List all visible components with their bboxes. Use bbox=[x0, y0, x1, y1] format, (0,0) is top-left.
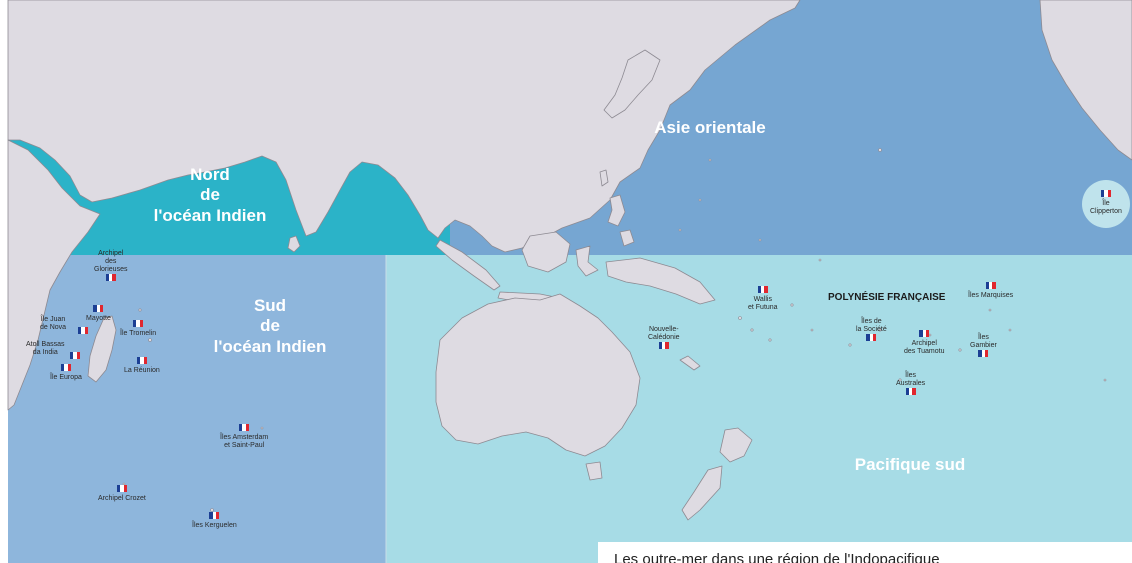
place-iles-amsterdam: Îles Amsterdam et Saint-Paul bbox=[220, 424, 268, 450]
region-label-pacifique-sud: Pacifique sud bbox=[820, 455, 1000, 475]
place-iles-gambier: Îles Gambier bbox=[970, 334, 997, 360]
land-north-america bbox=[1039, 0, 1132, 161]
region-nord-line-2: de bbox=[200, 185, 220, 205]
place-mayotte: Mayotte bbox=[86, 305, 111, 323]
french-flag-icon bbox=[133, 320, 144, 327]
region-label-asie-orientale: Asie orientale bbox=[610, 118, 810, 138]
land-australia bbox=[435, 293, 641, 457]
french-flag-icon bbox=[985, 282, 996, 289]
french-flag-icon bbox=[209, 512, 220, 519]
french-flag-icon bbox=[978, 350, 989, 358]
french-flag-icon bbox=[1100, 190, 1111, 197]
french-flag-icon bbox=[60, 364, 71, 371]
french-flag-icon bbox=[93, 305, 104, 312]
caption-text: Les outre-mer dans une région de l'Indop… bbox=[614, 551, 940, 563]
zone-sud-ocean-indien bbox=[8, 255, 386, 563]
french-flag-icon bbox=[105, 274, 116, 282]
region-label-sud-ocean-indien: Sud de l'océan Indien bbox=[195, 296, 345, 357]
land-madagascar bbox=[87, 315, 117, 383]
land-eurasia bbox=[7, 0, 801, 253]
french-flag-icon bbox=[757, 286, 768, 293]
region-nord-line-1: Nord bbox=[190, 165, 230, 184]
land-borneo bbox=[521, 231, 571, 273]
place-iles-de-la-societe: Îles de la Société bbox=[856, 318, 887, 344]
place-iles-australes: Îles Australes bbox=[896, 372, 925, 398]
region-pacifique-text: Pacifique sud bbox=[854, 455, 966, 474]
french-flag-icon bbox=[78, 327, 88, 334]
region-label-nord-ocean-indien: Nord de l'océan Indien bbox=[130, 165, 290, 226]
place-atoll-bassas-da-india: Atoll Bassas da India bbox=[26, 341, 65, 357]
french-flag-icon bbox=[136, 357, 147, 364]
place-ile-juan-de-nova: Île Juan de Nova bbox=[40, 316, 67, 332]
land-new-zealand bbox=[719, 427, 753, 463]
land-africa bbox=[7, 139, 101, 411]
place-archipel-crozet: Archipel Crozet bbox=[98, 485, 146, 503]
place-iles-marquises: Îles Marquises bbox=[968, 282, 1013, 300]
french-flag-icon bbox=[866, 334, 877, 342]
region-asie-text: Asie orientale bbox=[654, 118, 766, 137]
land-new-guinea bbox=[605, 257, 716, 305]
french-flag-icon bbox=[658, 342, 669, 350]
region-sud-line-3: l'océan Indien bbox=[213, 336, 327, 356]
map-caption: Les outre-mer dans une région de l'Indop… bbox=[598, 542, 1132, 563]
place-archipel-glorieuses: Archipel des Glorieuses bbox=[94, 250, 127, 284]
place-ile-tromelin: Île Tromelin bbox=[120, 320, 156, 338]
place-la-reunion: La Réunion bbox=[124, 357, 160, 375]
place-nouvelle-caledonie: Nouvelle- Calédonie bbox=[648, 326, 680, 352]
french-flag-icon bbox=[70, 352, 80, 359]
place-ile-clipperton: Île Clipperton bbox=[1090, 190, 1122, 216]
label-polynesie-francaise: POLYNÉSIE FRANÇAISE bbox=[828, 292, 946, 303]
region-sud-line-1: Sud bbox=[253, 296, 287, 315]
place-wallis-futuna: Wallis et Futuna bbox=[748, 286, 778, 312]
place-archipel-des-tuamotu: Archipel des Tuamotu bbox=[904, 330, 944, 356]
place-ile-europa: Île Europa bbox=[50, 364, 82, 382]
region-sud-line-2: de bbox=[260, 316, 280, 336]
place-iles-kerguelen: Îles Kerguelen bbox=[192, 512, 237, 530]
french-flag-icon bbox=[239, 424, 250, 431]
french-flag-icon bbox=[919, 330, 930, 337]
clipperton-highlight bbox=[1082, 180, 1130, 228]
french-flag-icon bbox=[905, 388, 916, 396]
region-nord-line-3: l'océan Indien bbox=[153, 205, 267, 225]
french-flag-icon bbox=[116, 485, 127, 492]
land-japan bbox=[603, 49, 661, 119]
